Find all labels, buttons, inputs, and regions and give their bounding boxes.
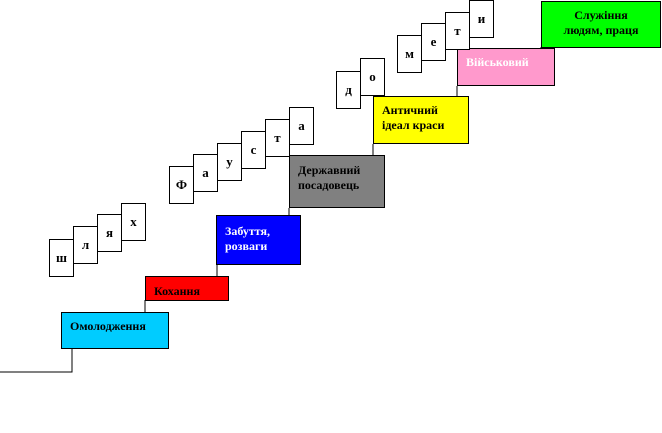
letter-shliakh-3: я bbox=[97, 214, 122, 252]
letter-dometi-2: о bbox=[360, 58, 385, 96]
stage-kokhannia: Кохання bbox=[145, 276, 229, 301]
letter-shliakh-4: х bbox=[121, 203, 146, 241]
stage-zabuttia: Забуття, розваги bbox=[216, 215, 301, 265]
letter-shliakh-1: ш bbox=[49, 239, 74, 277]
stage-antychnyi: Античний ідеал краси bbox=[373, 96, 469, 144]
letter-dometi-5: т bbox=[445, 12, 470, 50]
connector-start bbox=[0, 348, 73, 373]
stage-omolodzhennia: Омолодження bbox=[61, 312, 169, 349]
letter-dometi-4: е bbox=[421, 23, 446, 61]
stage-derzhavnyi: Державний посадовець bbox=[289, 155, 385, 208]
stage-sluzhinnia: Служіння людям, праця bbox=[541, 1, 661, 48]
letter-faust-3: у bbox=[217, 143, 242, 181]
letter-dometi-6: и bbox=[469, 0, 494, 38]
letter-dometi-3: м bbox=[397, 35, 422, 73]
letter-dometi-1: д bbox=[336, 71, 361, 109]
letter-faust-2: а bbox=[193, 154, 218, 192]
letter-faust-1: Ф bbox=[169, 166, 194, 204]
stage-viiskovyi: Військовий bbox=[457, 48, 555, 86]
letter-shliakh-2: л bbox=[73, 226, 98, 264]
letter-faust-6: а bbox=[289, 107, 314, 145]
letter-faust-4: с bbox=[241, 131, 266, 169]
letter-faust-5: т bbox=[265, 119, 290, 157]
